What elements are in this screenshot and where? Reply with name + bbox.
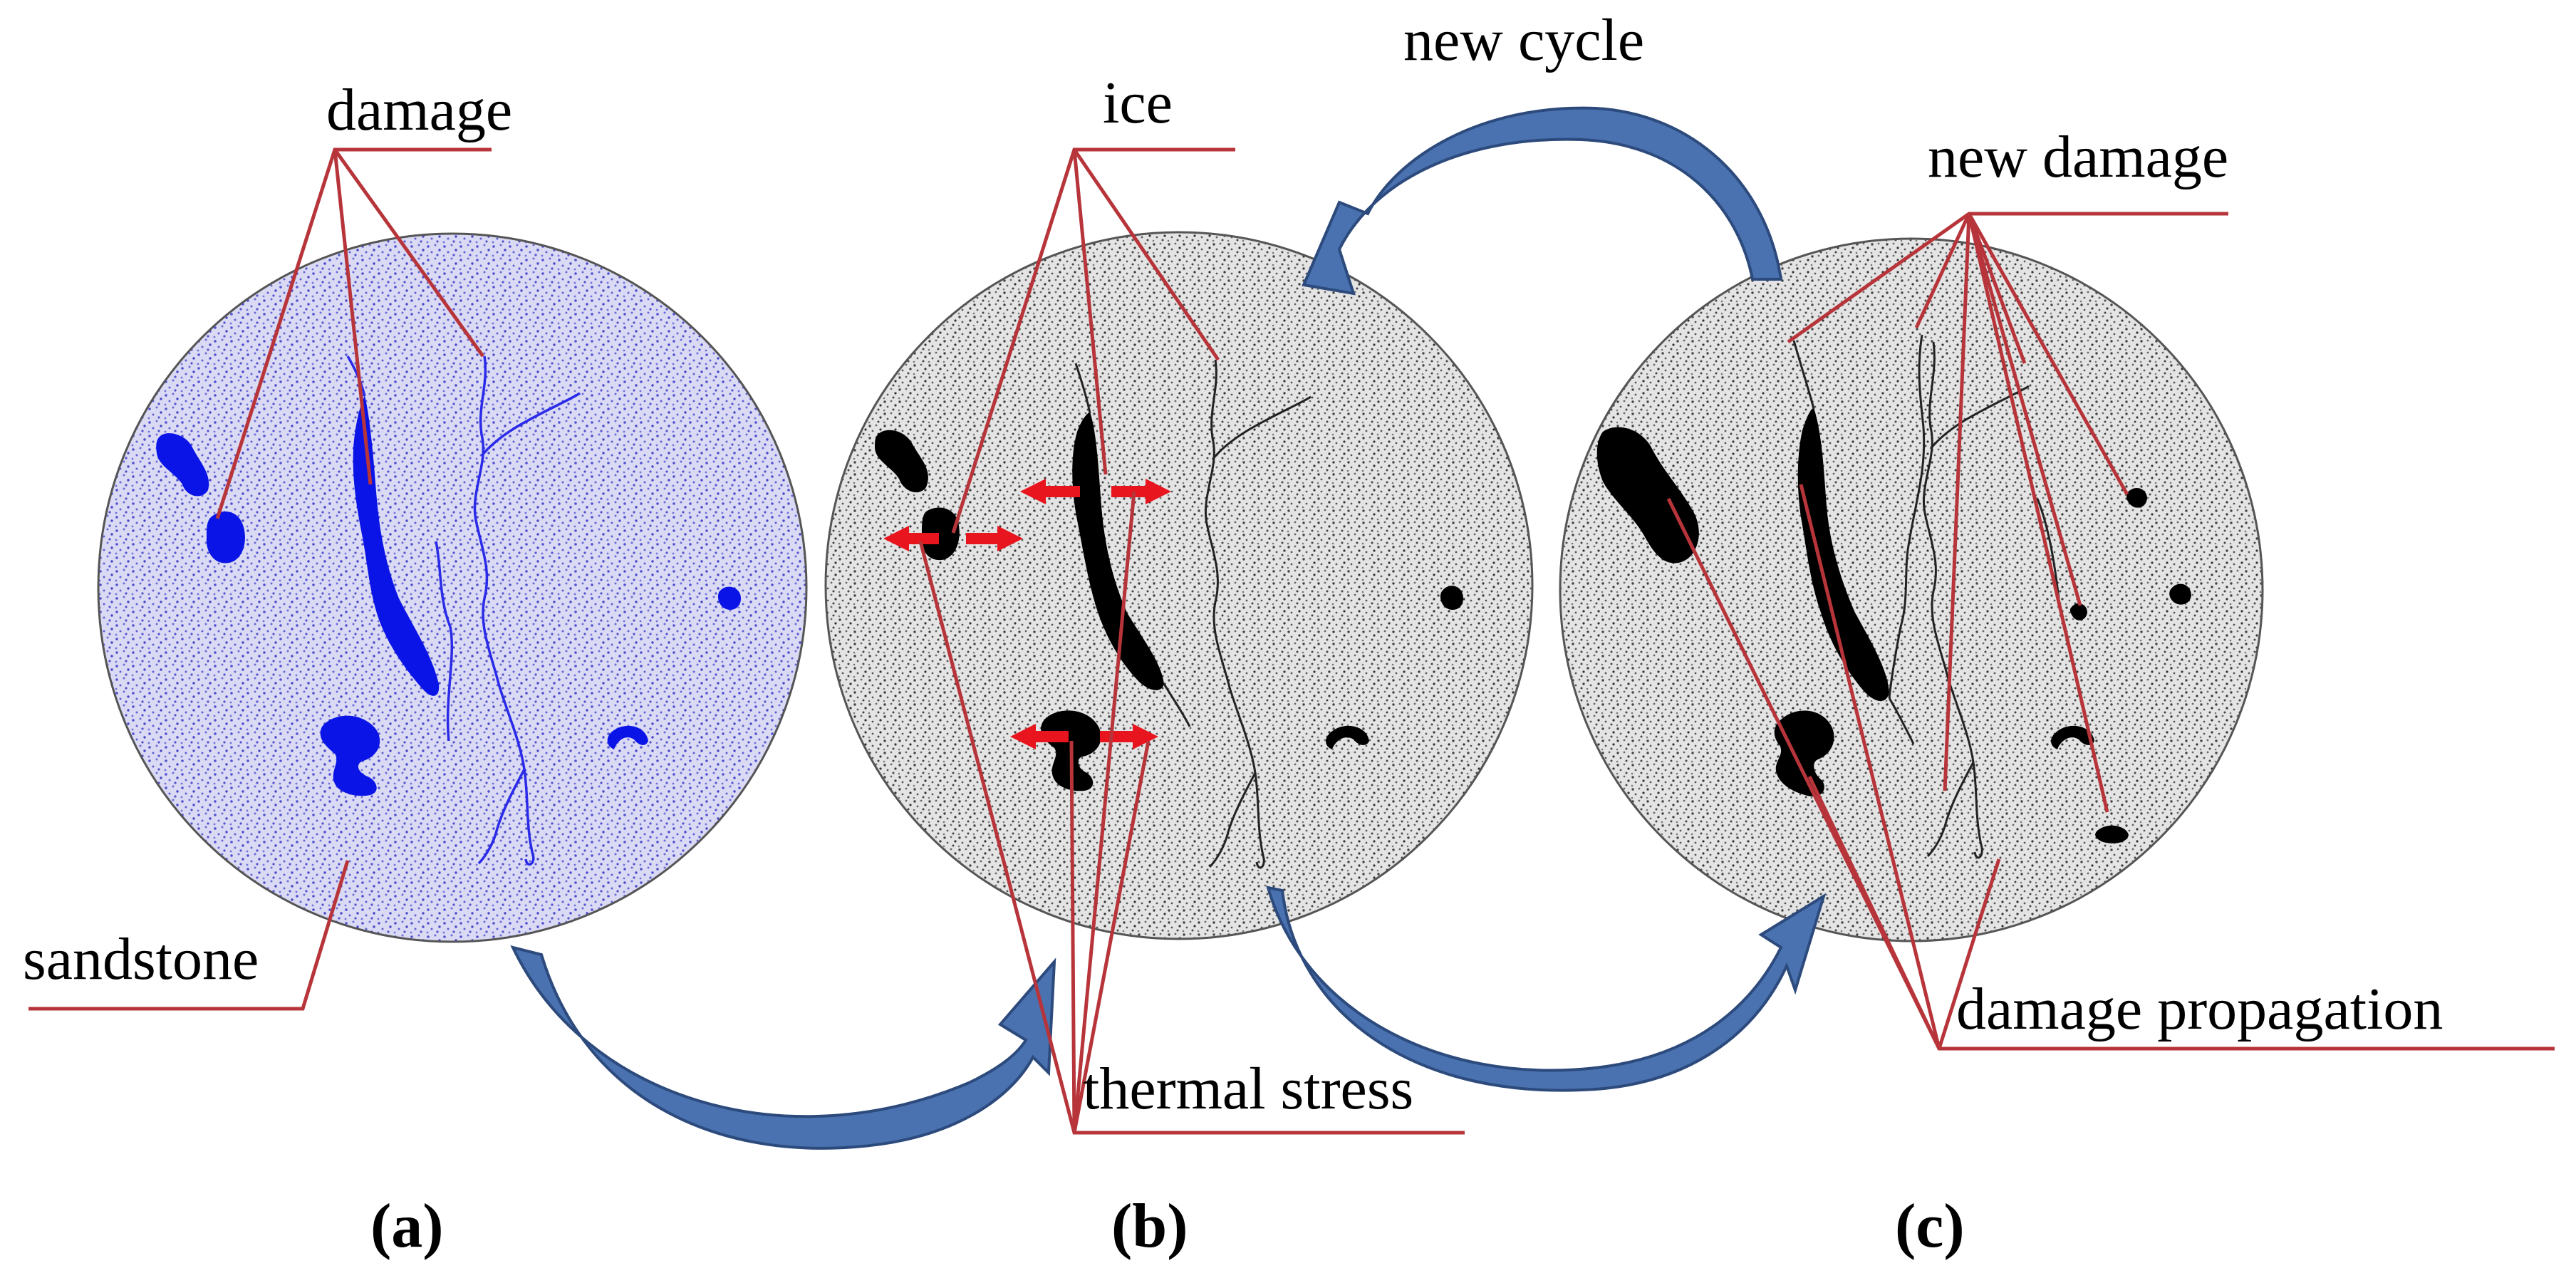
damage-c5 bbox=[2169, 583, 2191, 605]
panel-c bbox=[1559, 237, 2264, 942]
label-damage-propagation: damage propagation bbox=[1956, 976, 2443, 1042]
cycle-arrow-b-to-c bbox=[1266, 885, 1827, 1092]
ice-b1 bbox=[875, 430, 928, 493]
damage-c6 bbox=[2069, 603, 2087, 620]
cycle-arrow-c-to-b bbox=[1302, 106, 1783, 296]
caption-b: (b) bbox=[1111, 1192, 1188, 1261]
label-ice: ice bbox=[1103, 70, 1173, 136]
panel-a bbox=[97, 232, 808, 943]
label-new-cycle: new cycle bbox=[1403, 7, 1644, 73]
stress-arrow-2 bbox=[966, 526, 1023, 551]
ice-b2 bbox=[921, 507, 960, 561]
cracks-b bbox=[1074, 359, 1312, 869]
leader-lines bbox=[28, 147, 2555, 1135]
damage-c3 bbox=[1774, 710, 1834, 797]
pore-a5 bbox=[607, 725, 648, 749]
label-sandstone: sandstone bbox=[23, 926, 259, 992]
damage-pores-a bbox=[156, 395, 741, 796]
stress-arrow-4 bbox=[1111, 479, 1171, 504]
caption-c: (c) bbox=[1895, 1192, 1965, 1261]
caption-a: (a) bbox=[370, 1192, 444, 1261]
damage-c7 bbox=[2051, 725, 2094, 749]
damage-c2 bbox=[1797, 407, 1889, 702]
pore-a3 bbox=[320, 715, 380, 796]
stress-arrow-3 bbox=[1020, 479, 1080, 504]
sandstone-disk-a bbox=[97, 232, 808, 943]
crack-fill-a bbox=[353, 395, 440, 696]
pore-a4 bbox=[717, 586, 741, 610]
damage-c4 bbox=[2126, 488, 2147, 508]
thermal-stress-arrows bbox=[883, 479, 1171, 749]
pore-a1 bbox=[156, 433, 209, 497]
sandstone-disk-b bbox=[824, 231, 1534, 940]
ice-b6 bbox=[1326, 725, 1369, 749]
cycle-arrow-a-to-b bbox=[510, 945, 1056, 1150]
damage-fills-c bbox=[1596, 407, 2191, 843]
label-new-damage: new damage bbox=[1928, 124, 2228, 190]
panel-b bbox=[824, 231, 1534, 940]
damage-c1 bbox=[1596, 427, 1699, 563]
label-damage: damage bbox=[326, 77, 512, 143]
stress-arrow-6 bbox=[1100, 724, 1158, 749]
pore-a2 bbox=[206, 511, 245, 563]
cracks-c bbox=[1792, 334, 2060, 859]
sandstone-disk-c bbox=[1559, 237, 2264, 942]
ice-b3 bbox=[1072, 412, 1164, 690]
stress-arrow-5 bbox=[1010, 724, 1069, 749]
label-thermal-stress: thermal stress bbox=[1083, 1056, 1413, 1122]
ice-b5 bbox=[1440, 586, 1463, 610]
cracks-a bbox=[346, 355, 581, 866]
stress-arrow-1 bbox=[883, 526, 939, 551]
damage-c8 bbox=[2095, 825, 2129, 843]
ice-fills-b bbox=[875, 412, 1463, 791]
